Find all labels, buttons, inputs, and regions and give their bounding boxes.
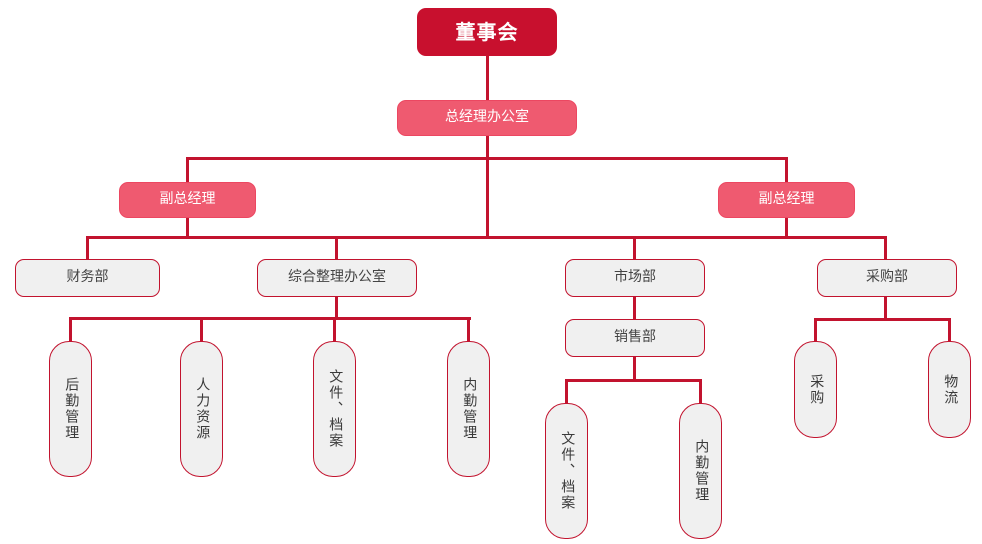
node-logistics[interactable]: 物流 <box>928 341 971 438</box>
node-logistics-label: 物流 <box>942 373 959 406</box>
node-internal-affairs-a-label: 内勤管理 <box>461 377 478 441</box>
connector-bus-to-logistics <box>948 318 951 342</box>
node-documents-archives-a[interactable]: 文件、档案 <box>313 341 356 477</box>
node-internal-affairs-b-label: 内勤管理 <box>693 439 710 503</box>
connector-department-bus <box>86 236 886 239</box>
connector-purchasing-to-leaf-bus <box>884 297 887 319</box>
connector-bus-to-market <box>633 236 636 259</box>
node-documents-archives-b-label: 文件、档案 <box>559 431 576 511</box>
node-human-resources[interactable]: 人力资源 <box>180 341 223 477</box>
node-logistics-mgmt-label: 后勤管理 <box>63 377 80 441</box>
node-deputy-gm-left[interactable]: 副总经理 <box>119 182 256 218</box>
connector-purchasing-leaf-bus <box>814 318 951 321</box>
node-procurement-label: 采购 <box>808 373 825 406</box>
node-internal-affairs-a[interactable]: 内勤管理 <box>447 341 490 477</box>
connector-bus-to-purchasing <box>884 236 887 259</box>
connector-bus-to-internal-affairs-b <box>699 379 702 404</box>
node-internal-affairs-b[interactable]: 内勤管理 <box>679 403 722 539</box>
node-sales-dept[interactable]: 销售部 <box>565 319 705 357</box>
connector-bus-to-documents-archives-a <box>333 317 336 342</box>
connector-bus-to-finance <box>86 236 89 259</box>
connector-board-to-gm-office <box>486 56 489 100</box>
node-general-affairs-office[interactable]: 综合整理办公室 <box>257 259 417 297</box>
node-purchasing-dept[interactable]: 采购部 <box>817 259 957 297</box>
node-logistics-mgmt[interactable]: 后勤管理 <box>49 341 92 477</box>
connector-sales-to-leaf-bus <box>633 357 636 380</box>
connector-bus-to-deputy-right <box>785 157 788 182</box>
node-board[interactable]: 董事会 <box>417 8 557 56</box>
connector-deputy-bus <box>186 157 788 160</box>
connector-deputy-right-to-dept-bus <box>785 218 788 239</box>
connector-sales-leaf-bus <box>565 379 702 382</box>
node-gm-office[interactable]: 总经理办公室 <box>397 100 577 136</box>
connector-left-leaf-bus <box>69 317 471 320</box>
node-procurement[interactable]: 采购 <box>794 341 837 438</box>
connector-bus-to-procurement <box>814 318 817 342</box>
node-finance-dept[interactable]: 财务部 <box>15 259 160 297</box>
node-market-dept[interactable]: 市场部 <box>565 259 705 297</box>
connector-bus-to-deputy-left <box>186 157 189 182</box>
node-human-resources-label: 人力资源 <box>194 377 211 441</box>
connector-bus-to-documents-archives-b <box>565 379 568 404</box>
node-documents-archives-a-label: 文件、档案 <box>327 369 344 449</box>
connector-bus-to-general-affairs <box>335 236 338 259</box>
connector-gm-office-spine <box>486 136 489 239</box>
connector-market-to-sales <box>633 297 636 319</box>
connector-bus-to-logistics-mgmt <box>69 317 72 342</box>
connector-bus-to-human-resources <box>200 317 203 342</box>
node-documents-archives-b[interactable]: 文件、档案 <box>545 403 588 539</box>
connector-bus-to-internal-affairs-a <box>467 317 470 342</box>
node-deputy-gm-right[interactable]: 副总经理 <box>718 182 855 218</box>
connector-general-affairs-to-leaf-bus <box>335 297 338 318</box>
connector-deputy-left-to-dept-bus <box>186 218 189 239</box>
